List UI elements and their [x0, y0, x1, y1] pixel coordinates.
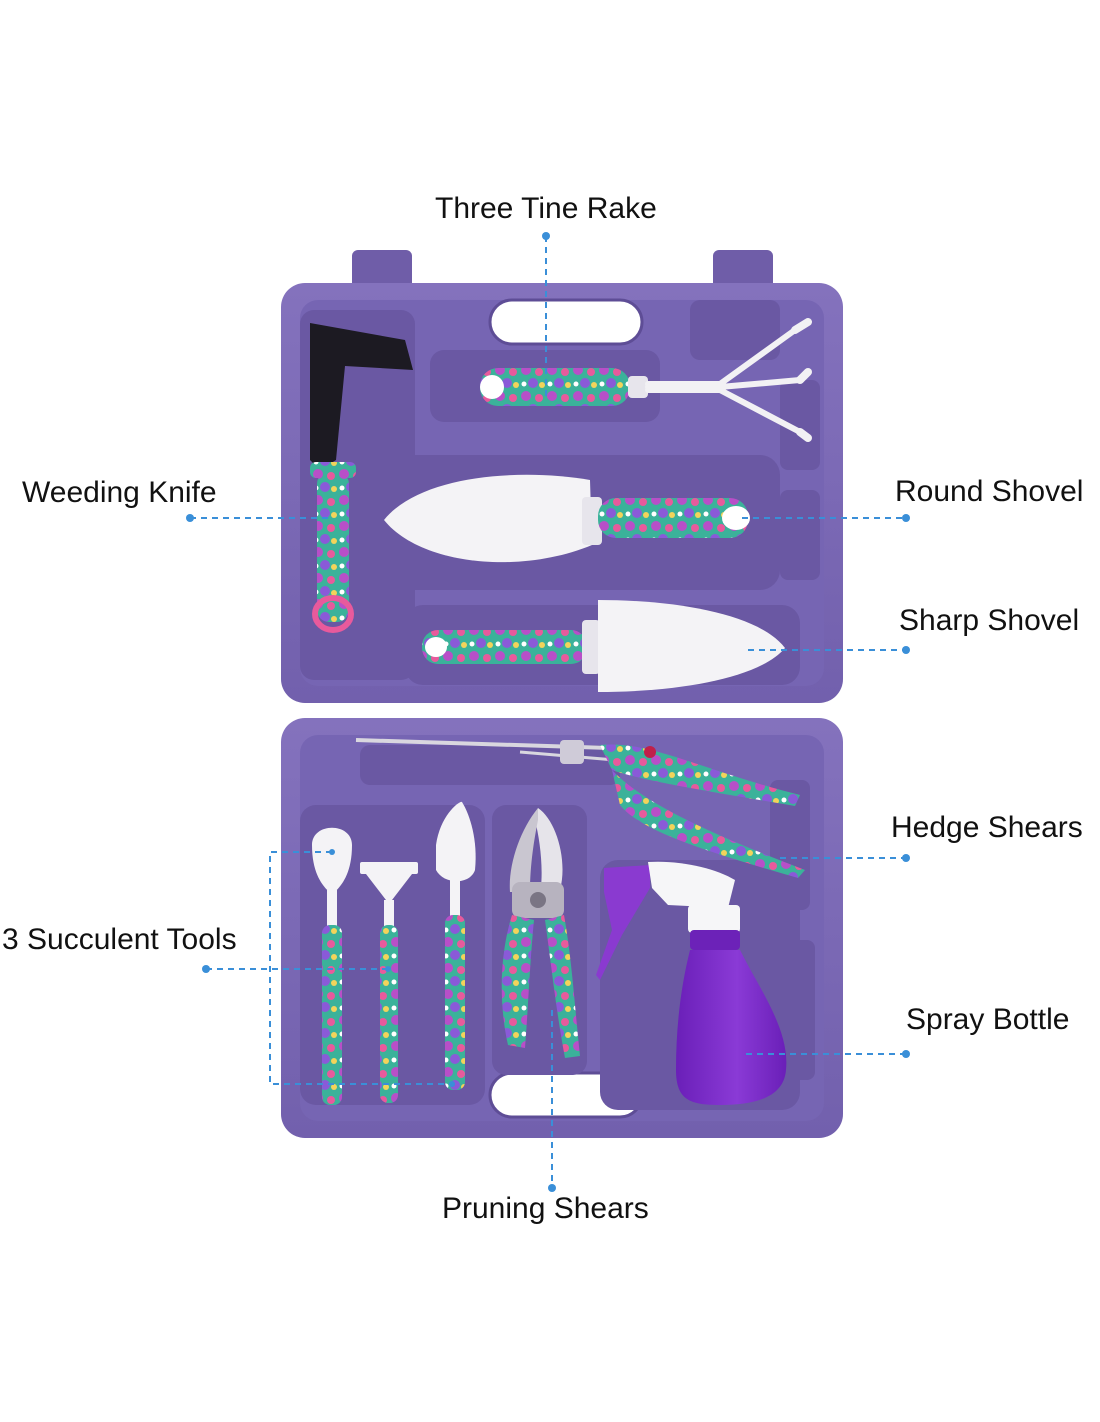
label-weeding-knife: Weeding Knife: [22, 476, 217, 509]
weeding-knife-icon: [310, 323, 413, 633]
three-tine-rake-icon: [480, 318, 812, 442]
label-three-tine-rake: Three Tine Rake: [435, 192, 657, 225]
label-round-shovel: Round Shovel: [895, 475, 1084, 508]
leader-bracket-succulent: [269, 851, 452, 1085]
sharp-shovel-icon: [422, 600, 785, 692]
label-sharp-shovel: Sharp Shovel: [899, 604, 1080, 637]
leader-lines: [190, 236, 906, 1188]
label-spray-bottle: Spray Bottle: [906, 1003, 1070, 1036]
hedge-shears-icon: [355, 738, 805, 878]
label-pruning-shears: Pruning Shears: [442, 1192, 649, 1225]
label-succulent-tools: 3 Succulent Tools: [2, 923, 237, 956]
spray-bottle-icon: [596, 861, 787, 1105]
leader-dots: [186, 232, 910, 1192]
round-shovel-icon: [384, 474, 750, 563]
pruning-shears-icon: [501, 808, 580, 1058]
label-hedge-shears: Hedge Shears: [891, 811, 1083, 844]
